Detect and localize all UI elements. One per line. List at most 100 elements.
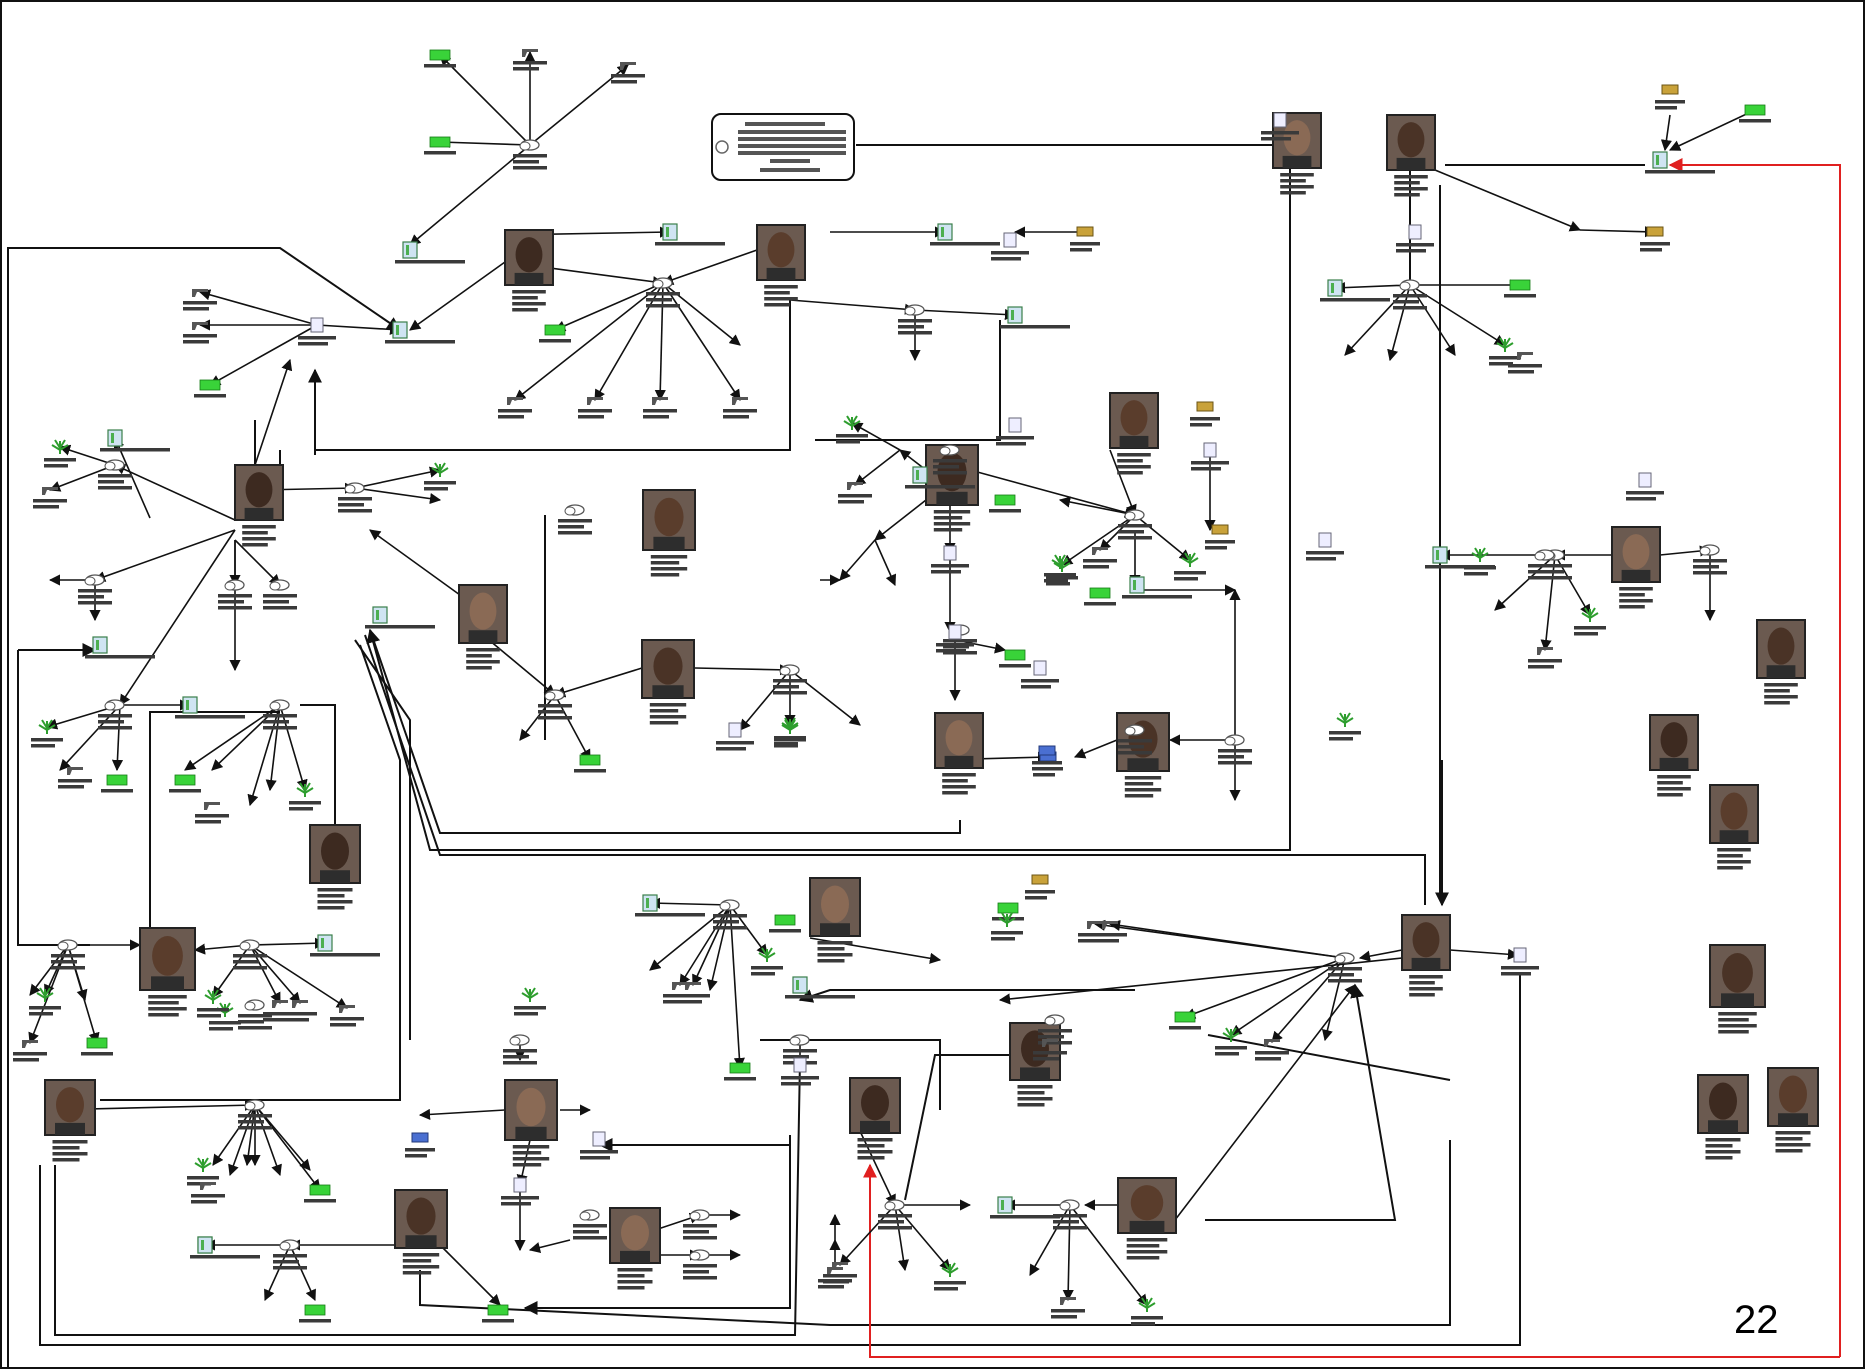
organization-card[interactable] xyxy=(1129,576,1145,594)
person-mugshot[interactable] xyxy=(309,824,361,884)
drug-icon[interactable] xyxy=(194,1157,212,1172)
drug-icon[interactable] xyxy=(1496,337,1514,352)
vehicle-icon[interactable] xyxy=(1661,84,1679,95)
money-icon[interactable] xyxy=(1509,279,1531,291)
weapon-icon[interactable] xyxy=(522,49,538,57)
money-icon[interactable] xyxy=(487,1304,509,1316)
person-mugshot[interactable] xyxy=(44,1079,96,1136)
weapon-icon[interactable] xyxy=(1042,1039,1058,1047)
weapon-icon[interactable] xyxy=(22,1040,38,1048)
event-cloud[interactable] xyxy=(779,664,800,676)
event-cloud[interactable] xyxy=(544,689,565,701)
weapon-icon[interactable] xyxy=(200,1182,216,1190)
organization-card[interactable] xyxy=(1327,279,1343,297)
event-cloud[interactable] xyxy=(104,459,125,471)
weapon-icon[interactable] xyxy=(507,397,523,405)
document-icon[interactable] xyxy=(1318,532,1332,548)
person-mugshot[interactable] xyxy=(1756,619,1806,679)
document-icon[interactable] xyxy=(513,1177,527,1193)
document-icon[interactable] xyxy=(943,545,957,561)
phone-icon[interactable] xyxy=(1038,745,1056,756)
event-cloud[interactable] xyxy=(1334,952,1355,964)
organization-card[interactable] xyxy=(92,636,108,654)
person-mugshot[interactable] xyxy=(642,489,696,551)
drug-icon[interactable] xyxy=(1051,554,1069,569)
vehicle-icon[interactable] xyxy=(1031,874,1049,885)
drug-icon[interactable] xyxy=(521,987,539,1002)
vehicle-icon[interactable] xyxy=(1646,226,1664,237)
document-icon[interactable] xyxy=(1033,660,1047,676)
person-mugshot[interactable] xyxy=(1697,1074,1749,1134)
event-cloud[interactable] xyxy=(269,579,290,591)
weapon-icon[interactable] xyxy=(67,767,83,775)
document-icon[interactable] xyxy=(1003,232,1017,248)
document-icon[interactable] xyxy=(1008,417,1022,433)
drug-icon[interactable] xyxy=(36,987,54,1002)
organization-card[interactable] xyxy=(317,934,333,952)
event-cloud[interactable] xyxy=(939,444,960,456)
event-cloud[interactable] xyxy=(244,999,265,1011)
money-icon[interactable] xyxy=(997,902,1019,914)
weapon-icon[interactable] xyxy=(1517,352,1533,360)
person-mugshot[interactable] xyxy=(849,1077,901,1134)
event-cloud[interactable] xyxy=(652,277,673,289)
event-cloud[interactable] xyxy=(689,1249,710,1261)
person-mugshot[interactable] xyxy=(1709,784,1759,844)
weapon-icon[interactable] xyxy=(292,1000,308,1008)
event-cloud[interactable] xyxy=(224,579,245,591)
document-icon[interactable] xyxy=(948,624,962,640)
weapon-icon[interactable] xyxy=(685,982,701,990)
person-mugshot[interactable] xyxy=(504,1079,558,1141)
organization-card[interactable] xyxy=(392,321,408,339)
person-mugshot[interactable] xyxy=(139,927,196,991)
drug-icon[interactable] xyxy=(296,782,314,797)
person-mugshot[interactable] xyxy=(1649,714,1699,771)
document-icon[interactable] xyxy=(728,722,742,738)
weapon-icon[interactable] xyxy=(1092,547,1108,555)
drug-icon[interactable] xyxy=(843,415,861,430)
event-cloud[interactable] xyxy=(564,504,585,516)
weapon-icon[interactable] xyxy=(1060,1297,1076,1305)
money-icon[interactable] xyxy=(309,1184,331,1196)
organization-card[interactable] xyxy=(997,1196,1013,1214)
drug-icon[interactable] xyxy=(1222,1027,1240,1042)
event-cloud[interactable] xyxy=(519,139,540,151)
vehicle-icon[interactable] xyxy=(1196,401,1214,412)
phone-icon[interactable] xyxy=(411,1132,429,1143)
event-cloud[interactable] xyxy=(884,1199,905,1211)
weapon-icon[interactable] xyxy=(827,1267,843,1275)
document-icon[interactable] xyxy=(592,1131,606,1147)
money-icon[interactable] xyxy=(1174,1011,1196,1023)
money-icon[interactable] xyxy=(199,379,221,391)
person-mugshot[interactable] xyxy=(1709,944,1766,1008)
weapon-icon[interactable] xyxy=(204,802,220,810)
event-cloud[interactable] xyxy=(1124,724,1145,736)
money-icon[interactable] xyxy=(729,1062,751,1074)
money-icon[interactable] xyxy=(429,136,451,148)
drug-icon[interactable] xyxy=(51,439,69,454)
event-cloud[interactable] xyxy=(719,899,740,911)
drug-icon[interactable] xyxy=(1336,712,1354,727)
event-cloud[interactable] xyxy=(244,1099,265,1111)
document-icon[interactable] xyxy=(310,317,324,333)
document-icon[interactable] xyxy=(1203,442,1217,458)
drug-icon[interactable] xyxy=(1181,552,1199,567)
person-mugshot[interactable] xyxy=(234,464,284,521)
weapon-icon[interactable] xyxy=(42,487,58,495)
person-mugshot[interactable] xyxy=(394,1189,448,1249)
document-icon[interactable] xyxy=(1513,947,1527,963)
event-cloud[interactable] xyxy=(579,1209,600,1221)
drug-icon[interactable] xyxy=(1471,547,1489,562)
organization-card[interactable] xyxy=(937,223,953,241)
event-cloud[interactable] xyxy=(84,574,105,586)
weapon-icon[interactable] xyxy=(192,322,208,330)
weapon-icon[interactable] xyxy=(1087,921,1103,929)
event-cloud[interactable] xyxy=(1534,549,1555,561)
organization-card[interactable] xyxy=(792,976,808,994)
person-mugshot[interactable] xyxy=(934,712,984,769)
organization-card[interactable] xyxy=(402,241,418,259)
drug-icon[interactable] xyxy=(431,462,449,477)
money-icon[interactable] xyxy=(1089,587,1111,599)
weapon-icon[interactable] xyxy=(1102,921,1118,929)
drug-icon[interactable] xyxy=(1581,607,1599,622)
